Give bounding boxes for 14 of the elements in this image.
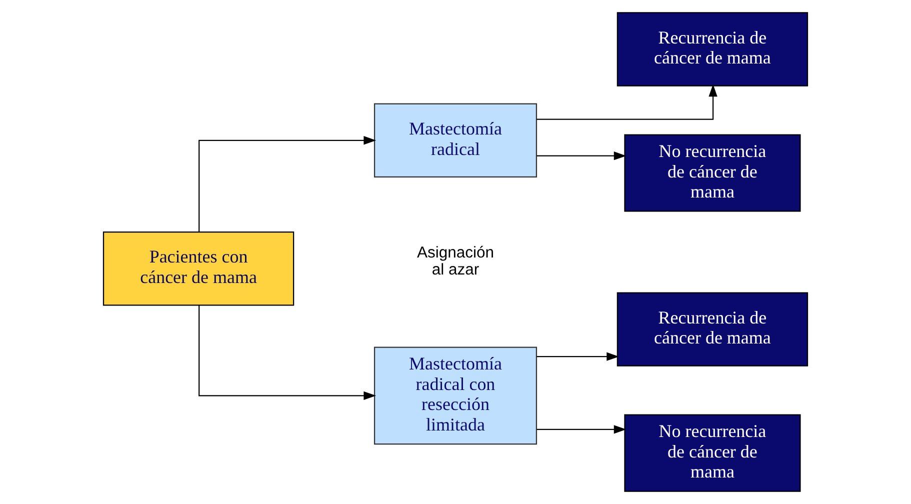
arrow — [536, 352, 620, 361]
arrow — [536, 152, 626, 160]
arrow — [536, 425, 626, 434]
arrow — [536, 84, 718, 120]
arrow — [198, 305, 376, 400]
node-box: Pacientes con cáncer de mama — [102, 231, 294, 306]
node-box: Recurrencia de cáncer de mama — [616, 12, 808, 86]
node-box: Recurrencia de cáncer de mama — [616, 292, 808, 366]
label: Asignación al azar — [417, 244, 494, 278]
node-box: Mastectomía radical con resección limitada — [374, 346, 538, 445]
arrow — [198, 136, 376, 232]
node-box: Mastectomía radical — [374, 103, 538, 178]
node-box: No recurrencia de cáncer de mama — [624, 134, 801, 212]
node-box: No recurrencia de cáncer de mama — [624, 414, 801, 492]
